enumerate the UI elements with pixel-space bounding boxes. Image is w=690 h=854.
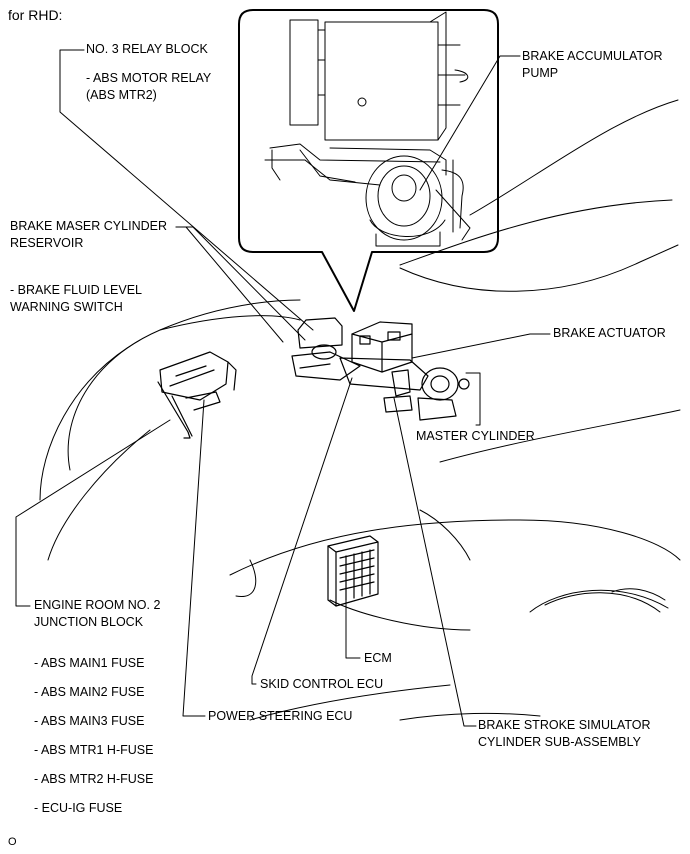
brake-actuator-label: BRAKE ACTUATOR [553,326,666,340]
ecm-label: ECM [364,651,392,665]
fuse-item: - ABS MAIN3 FUSE [34,714,145,728]
relay-block-label: NO. 3 RELAY BLOCK - ABS MOTOR RELAY (ABS… [86,41,211,104]
fuse-item: - ABS MTR2 H-FUSE [34,772,154,786]
vehicle-body-outline [39,99,681,721]
accumulator-pump-detail [264,11,471,247]
callout-bubble [238,9,499,312]
fuse-item: - ABS MAIN2 FUSE [34,685,145,699]
junction-block-line-2: JUNCTION BLOCK [34,615,144,629]
relay-block-item-line-1: - ABS MOTOR RELAY [86,71,212,85]
reservoir-shape [291,317,361,381]
fuse-item: - ECU-IG FUSE [34,801,123,815]
junction-block-label: ENGINE ROOM NO. 2 JUNCTION BLOCK [34,597,160,631]
skid-control-ecu-label: SKID CONTROL ECU [260,677,384,691]
fuse-item: - ABS MAIN1 FUSE [34,656,145,670]
accumulator-pump-label: BRAKE ACCUMULATOR PUMP [522,48,663,82]
ecm-shape [327,535,379,607]
reservoir-label: BRAKE MASER CYLINDER RESERVOIR [10,218,167,252]
fuse-item: - ABS MTR1 H-FUSE [34,743,154,757]
junction-block-line-1: ENGINE ROOM NO. 2 [34,598,161,612]
fluid-level-switch-line-2: WARNING SWITCH [10,300,123,314]
master-cylinder-label: MASTER CYLINDER [416,429,535,443]
fluid-level-switch-line-1: - BRAKE FLUID LEVEL [10,283,142,297]
power-steering-ecu-label: POWER STEERING ECU [208,709,353,723]
relay-block-item-line-2: (ABS MTR2) [86,88,157,102]
stroke-simulator-line-2: CYLINDER SUB-ASSEMBLY [478,735,642,749]
master-cylinder-shape [339,357,470,421]
junction-block-shape [157,351,237,439]
page-title: for RHD: [8,7,63,23]
accumulator-pump-line-2: PUMP [522,66,559,80]
reservoir-line-2: RESERVOIR [10,236,84,250]
actuator-shape [351,321,413,373]
stroke-simulator-line-1: BRAKE STROKE SIMULATOR [478,718,651,732]
stroke-simulator-label: BRAKE STROKE SIMULATOR CYLINDER SUB-ASSE… [478,717,651,751]
fluid-level-switch-label: - BRAKE FLUID LEVEL WARNING SWITCH [10,282,142,316]
accumulator-pump-line-1: BRAKE ACCUMULATOR [522,49,663,63]
reservoir-line-1: BRAKE MASER CYLINDER [10,219,167,233]
figure-code: O [8,836,17,848]
fuse-list: - ABS MAIN1 FUSE - ABS MAIN2 FUSE - ABS … [34,655,153,829]
relay-block-title: NO. 3 RELAY BLOCK [86,42,208,56]
leader-lines [15,49,551,727]
